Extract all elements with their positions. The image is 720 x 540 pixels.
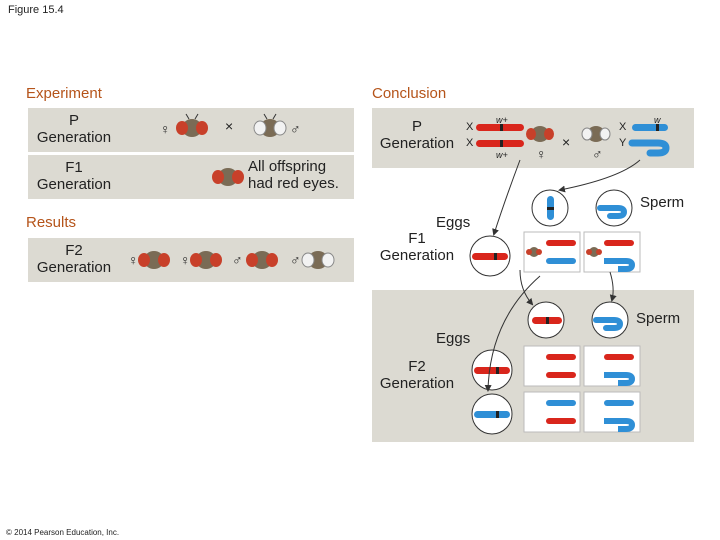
female-symbol-p: ♀ <box>160 121 171 137</box>
sperm-cell-f1-x <box>531 189 569 227</box>
male-symbol-f2-1: ♂ <box>232 252 243 268</box>
cross-symbol-p: × <box>225 118 234 134</box>
experiment-p-generation-label: P Generation <box>36 112 112 146</box>
chromosome-p-female-x-2 <box>476 140 524 147</box>
sperm-cell-f2-x <box>527 301 565 339</box>
allele-p-female-1: w+ <box>496 115 508 125</box>
fly-icon-f1-son <box>586 247 602 257</box>
experiment-f1-panel <box>28 155 354 199</box>
results-heading: Results <box>26 214 77 231</box>
male-symbol-f2-2: ♂ <box>290 252 301 268</box>
arrow-egg-to-f2 <box>519 269 534 306</box>
male-symbol-conc-p: ♂ <box>592 146 603 162</box>
female-symbol-conc-p: ♀ <box>536 146 547 162</box>
p-female-x-upper: X <box>466 121 474 133</box>
arrow-sperm-to-f2 <box>609 271 617 302</box>
fly-icon-f1-red-eyed <box>212 168 244 186</box>
fly-icon-conc-p-male <box>581 126 611 142</box>
eggs-label-f1: Eggs <box>436 214 471 231</box>
conclusion-f1-generation-label: F1 Generation <box>379 230 455 264</box>
chromosome-p-male-x <box>632 124 668 131</box>
allele-p-male: w <box>654 115 661 125</box>
figure-label: Figure 15.4 <box>8 4 64 16</box>
female-symbol-f2-1: ♀ <box>128 252 139 268</box>
female-symbol-f2-2: ♀ <box>180 252 191 268</box>
arrow-p-female-to-egg <box>492 159 521 236</box>
zygote-box-f2-2 <box>583 345 641 387</box>
p-female-x-lower: X <box>466 137 474 149</box>
experiment-heading: Experiment <box>26 85 102 102</box>
egg-cell-f2-2 <box>471 393 513 435</box>
fly-icon-f2-female-red-2 <box>190 251 222 269</box>
fly-icon-f2-male-red <box>246 251 278 269</box>
zygote-box-f2-4 <box>583 391 641 433</box>
sperm-cell-f2-y <box>591 301 629 339</box>
fly-icon-p-female-red-eyed <box>176 113 208 137</box>
fly-icon-f1-daughter <box>526 247 542 257</box>
cross-symbol-conc-p: × <box>562 134 571 150</box>
arrow-f1-female-to-egg-2 <box>484 275 541 392</box>
conclusion-p-generation-label: P Generation <box>379 118 455 152</box>
egg-cell-f1 <box>469 235 511 277</box>
copyright-notice: © 2014 Pearson Education, Inc. <box>6 528 120 537</box>
f1-result-text: All offspring had red eyes. <box>248 158 339 192</box>
fly-icon-f2-female-red-1 <box>138 251 170 269</box>
chromosome-p-male-y <box>628 139 670 157</box>
sperm-label-f2: Sperm <box>636 310 681 327</box>
experiment-f2-generation-label: F2 Generation <box>36 242 112 276</box>
eggs-label-f2: Eggs <box>436 330 471 347</box>
fly-icon-conc-p-female <box>526 126 554 142</box>
sperm-cell-f1-y <box>595 189 633 227</box>
conclusion-heading: Conclusion <box>372 85 447 102</box>
f1-label-text: F1 Generation <box>36 159 112 193</box>
allele-p-female-2: w+ <box>496 150 508 160</box>
p-male-x: X <box>619 121 627 133</box>
fly-icon-f2-male-white <box>301 251 335 269</box>
p-male-y: Y <box>619 137 627 149</box>
arrow-p-male-to-sperm <box>558 159 641 193</box>
zygote-box-f2-1 <box>523 345 581 387</box>
male-symbol-p: ♂ <box>290 121 301 137</box>
zygote-box-f2-3 <box>523 391 581 433</box>
egg-cell-f2-1 <box>471 349 513 391</box>
conclusion-f2-generation-label: F2 Generation <box>379 358 455 392</box>
chromosome-p-female-x-1 <box>476 124 524 131</box>
sperm-label-f1: Sperm <box>640 194 685 211</box>
experiment-f1-generation-label: F1 Generation <box>26 159 122 193</box>
fly-icon-p-male-white-eyed <box>253 113 287 137</box>
